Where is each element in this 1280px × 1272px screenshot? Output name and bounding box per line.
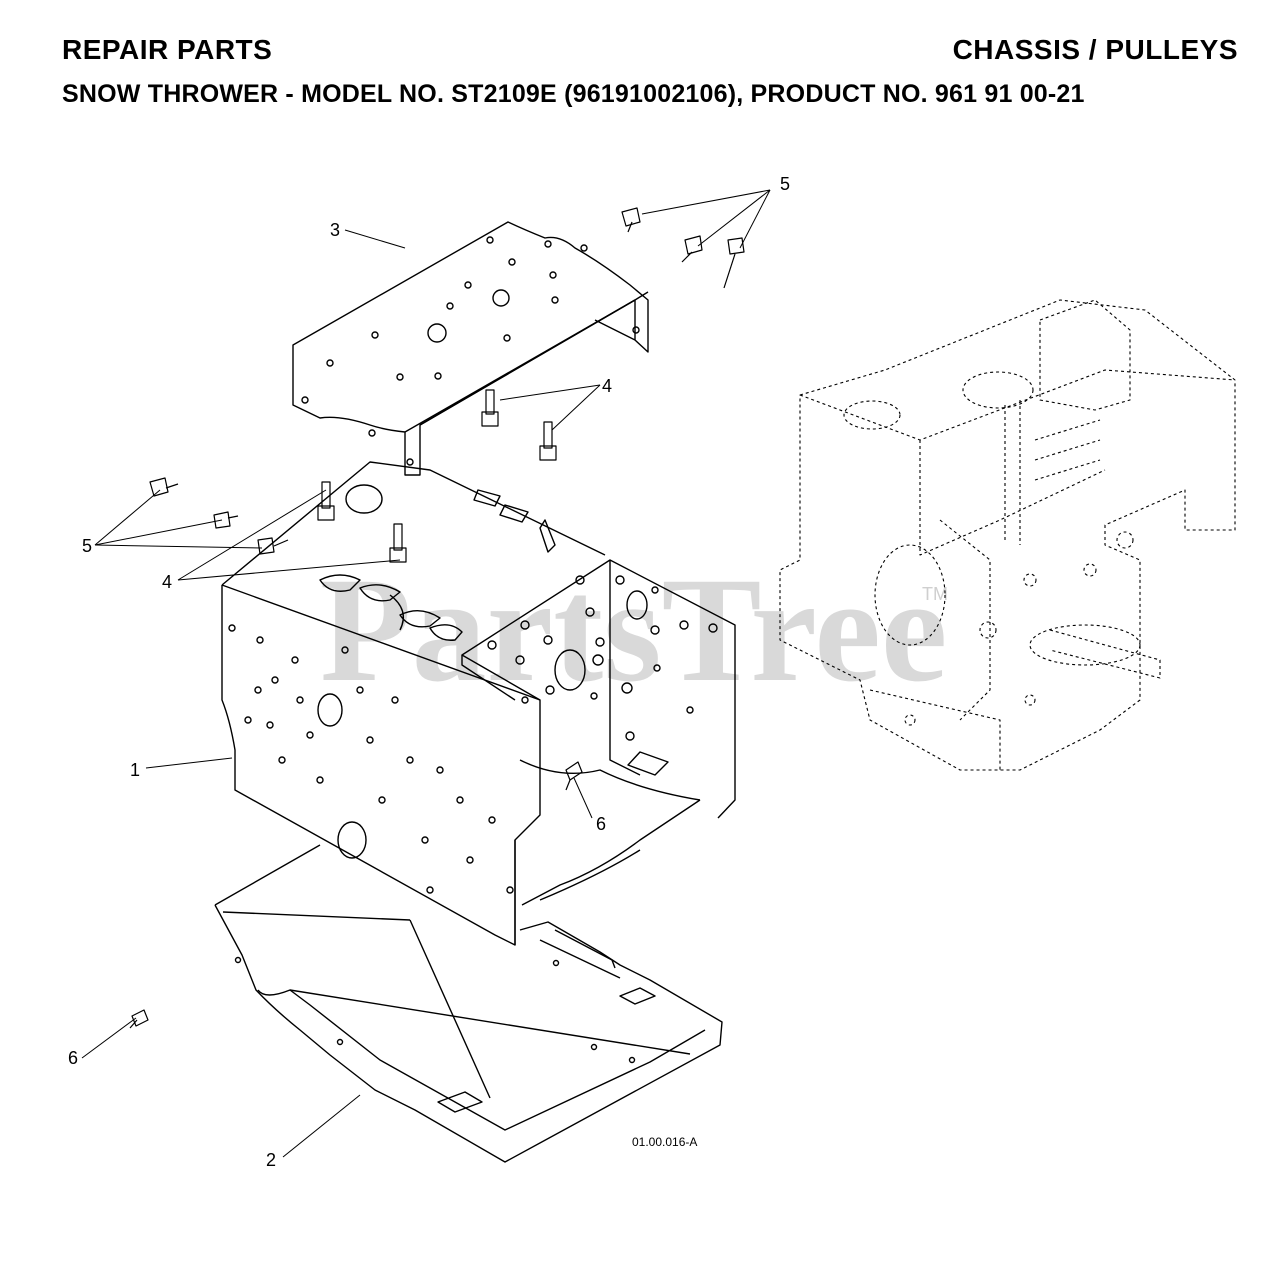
part-3-upper-bracket: [292, 221, 649, 476]
callout-6-right: 6: [596, 814, 606, 834]
section-title: CHASSIS / PULLEYS: [952, 34, 1238, 65]
callout-1: 1: [130, 760, 140, 780]
page-title: REPAIR PARTS: [62, 34, 273, 65]
model-line: SNOW THROWER - MODEL NO. ST2109E (961910…: [62, 80, 1085, 109]
model-line-prefix: SNOW THROWER - MODEL NO.: [62, 80, 445, 108]
callout-3: 3: [330, 220, 340, 240]
part-2-pan: [214, 799, 723, 1163]
callout-5-left: 5: [82, 536, 92, 556]
part-1-chassis: [221, 461, 736, 946]
engine-outline: [779, 299, 1236, 771]
callout-5-top: 5: [780, 174, 790, 194]
figure-id: 01.00.016-A: [632, 1135, 697, 1149]
model-line-suffix: (96191002106), PRODUCT NO. 961 91 00-21: [564, 80, 1085, 108]
leader-lines: [81, 189, 771, 1158]
watermark: PartsTree: [320, 547, 947, 713]
callout-6-left: 6: [68, 1048, 78, 1068]
callout-4-top: 4: [602, 376, 612, 396]
bolts-5: [149, 207, 745, 555]
studs-4: [317, 389, 557, 563]
screws-6: [129, 761, 583, 1029]
model-number: ST2109E: [451, 80, 557, 108]
watermark-tm: TM: [922, 584, 948, 604]
callout-2: 2: [266, 1150, 276, 1170]
callout-4-left: 4: [162, 572, 172, 592]
